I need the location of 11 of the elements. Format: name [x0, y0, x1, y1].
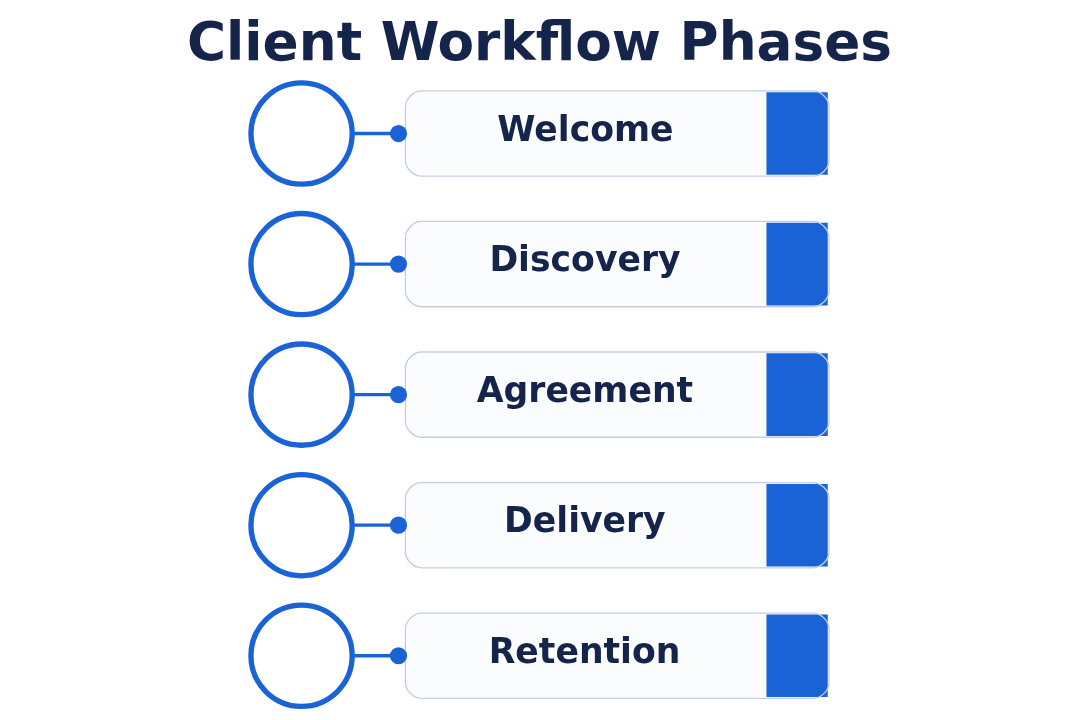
- node-circle: [248, 471, 355, 579]
- connector: [352, 516, 408, 534]
- node-circle: [248, 210, 355, 318]
- connector: [352, 386, 408, 404]
- connector: [352, 255, 408, 273]
- connector: [352, 124, 408, 143]
- node-circle: [248, 80, 355, 187]
- diagram-title: Client Workflow Phases: [186, 11, 893, 74]
- node-circle: [248, 341, 355, 448]
- connector: [352, 647, 408, 665]
- node-circle: [248, 602, 355, 709]
